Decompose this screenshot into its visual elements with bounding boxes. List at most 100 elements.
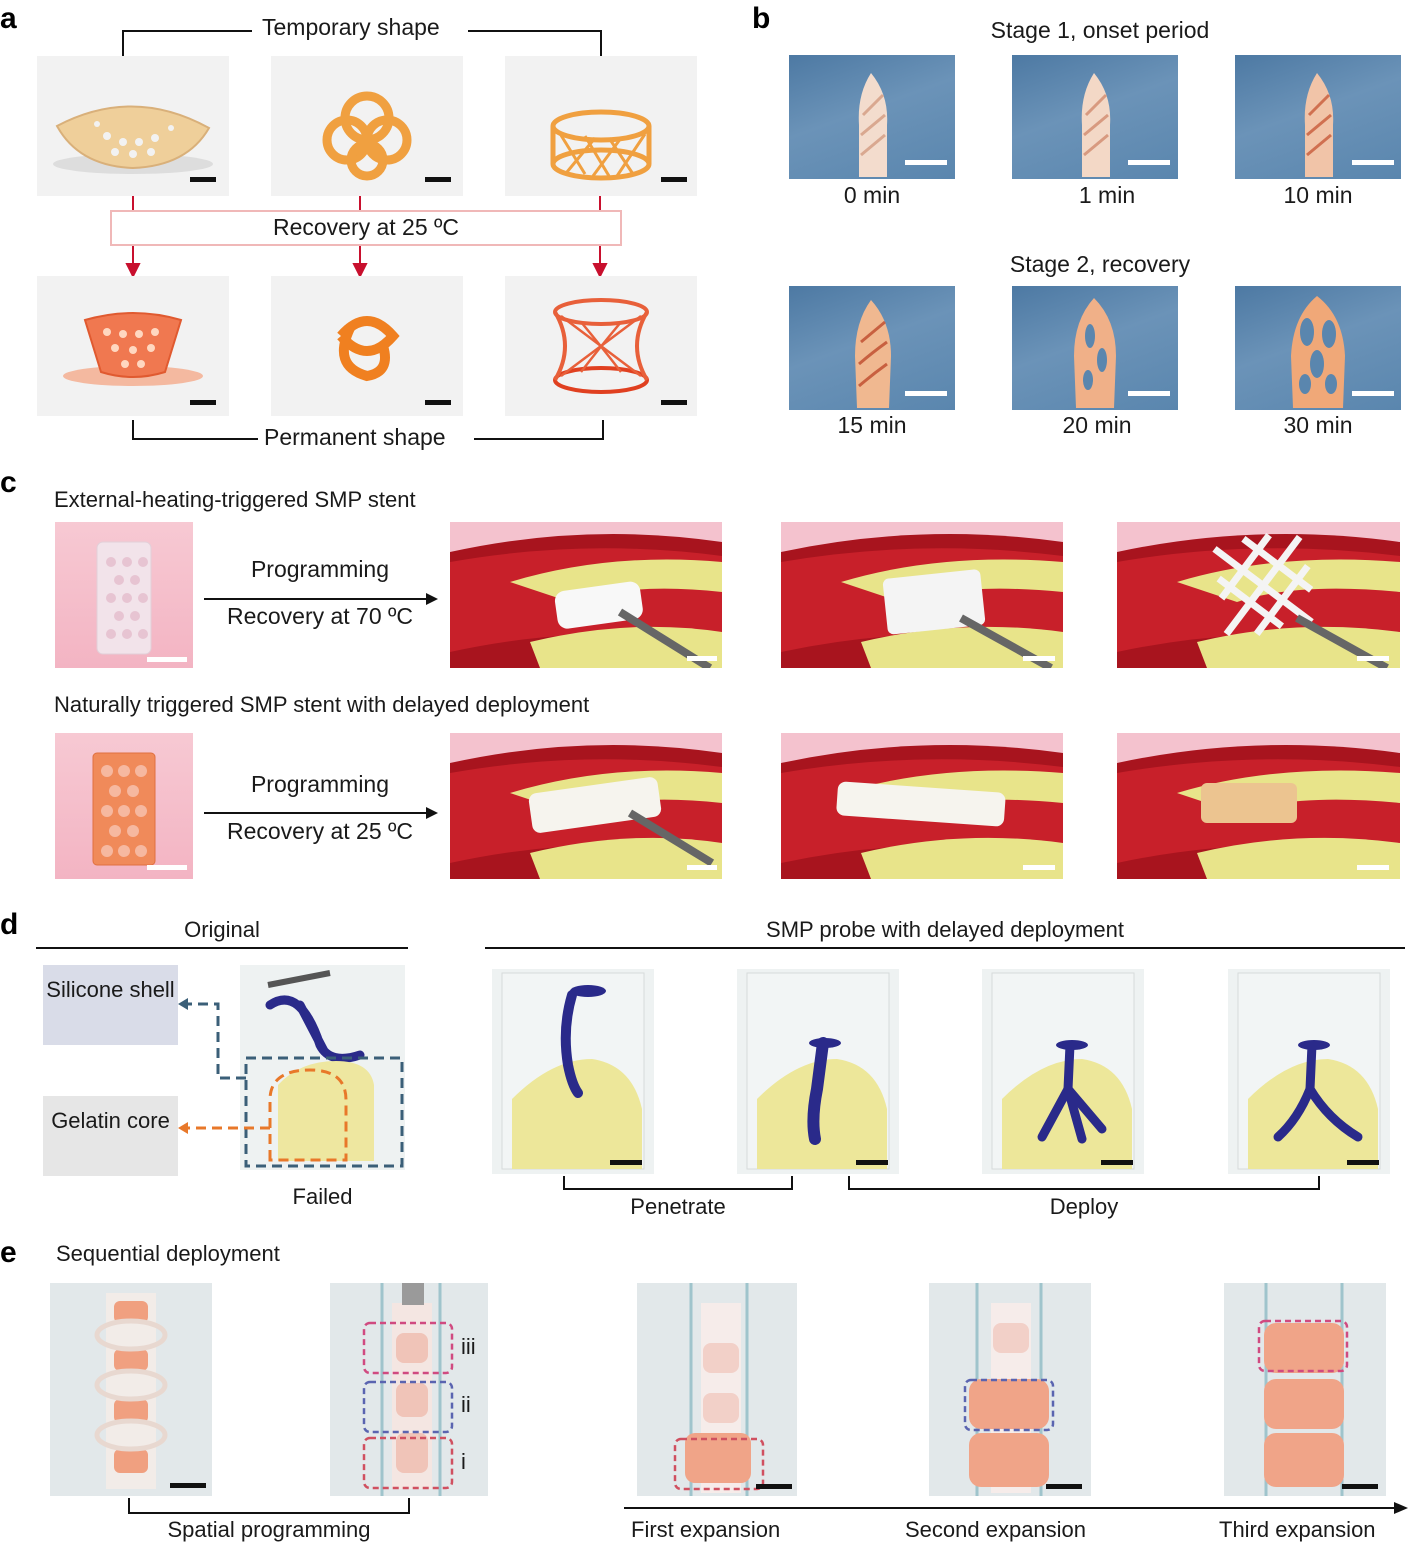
scale-bar (1347, 1160, 1379, 1165)
photo-probe-3 (982, 969, 1144, 1174)
scale-bar (610, 1160, 642, 1165)
scale-bar (1101, 1160, 1133, 1165)
scale-bar (687, 656, 717, 661)
scale-bar (190, 177, 216, 182)
failed-label: Failed (292, 1184, 353, 1209)
bracket-bottom-right (474, 438, 604, 440)
photo-stage2-15min (789, 286, 955, 410)
recovery-label-a: Recovery at 25 ºC (272, 214, 460, 240)
scale-bar (1128, 391, 1170, 396)
recovery-label-25: Recovery at 25 ºC (226, 818, 414, 844)
third-expansion-label: Third expansion (1219, 1517, 1376, 1542)
photo-vessel-natural-2 (781, 733, 1063, 879)
photo-stage1-1min (1012, 55, 1178, 179)
stage2-label: Stage 2, recovery (1009, 251, 1191, 277)
scale-bar (147, 865, 187, 870)
scale-bar (1357, 865, 1389, 870)
first-expansion-label: First expansion (631, 1517, 781, 1542)
scale-bar (170, 1483, 206, 1488)
second-expansion-label: Second expansion (905, 1517, 1087, 1542)
photo-knot-temporary (271, 56, 463, 196)
photo-vessel-natural-3 (1117, 733, 1400, 879)
time-label: 10 min (1283, 182, 1353, 208)
gelatin-label: Gelatin core (51, 1108, 170, 1133)
scale-bar (1352, 391, 1394, 396)
programming-label-1: Programming (250, 556, 390, 582)
photo-stent-external (55, 522, 193, 668)
silicone-box: Silicone shell (43, 965, 178, 1045)
photo-seq-third (1224, 1283, 1386, 1496)
red-arrows (125, 196, 608, 279)
silicone-label: Silicone shell (46, 977, 175, 1002)
penetrate-bracket (563, 1188, 793, 1190)
deploy-label: Deploy (1049, 1194, 1119, 1219)
original-rule (36, 947, 408, 949)
row1-title: External-heating-triggered SMP stent (54, 487, 416, 512)
scale-bar (1046, 1484, 1082, 1489)
scale-bar (1023, 656, 1055, 661)
scale-bar (756, 1484, 792, 1489)
photo-ring-temporary (505, 56, 697, 196)
photo-knot-permanent (271, 276, 463, 416)
scale-bar (905, 391, 947, 396)
dashed-callouts (178, 998, 404, 1168)
photo-seq-programmed (330, 1283, 488, 1496)
scale-bar (905, 160, 947, 165)
roman-ii: ii (461, 1392, 471, 1417)
row2-title: Naturally triggered SMP stent with delay… (54, 692, 590, 717)
photo-stage1-10min (1235, 55, 1401, 179)
bracket-tick (600, 30, 602, 56)
bracket-top-right (468, 30, 602, 32)
photo-vessel-external-3 (1117, 522, 1400, 668)
time-label: 1 min (1078, 182, 1136, 208)
scale-bar (1128, 160, 1170, 165)
scale-bar (661, 400, 687, 405)
deploy-bracket (848, 1188, 1320, 1190)
probe-title: SMP probe with delayed deployment (766, 917, 1124, 942)
bracket-tick (122, 30, 124, 56)
roman-i: i (461, 1449, 466, 1474)
spatial-label: Spatial programming (167, 1517, 371, 1542)
programming-label-2: Programming (250, 771, 390, 797)
bracket-tick (563, 1176, 565, 1190)
photo-probe-2 (737, 969, 899, 1174)
photo-seq-first (637, 1283, 797, 1496)
photo-seq-second (929, 1283, 1091, 1496)
panel-b-label: b (752, 2, 771, 35)
bracket-bottom-left (132, 438, 258, 440)
scale-bar (1352, 160, 1394, 165)
photo-stent-natural (55, 733, 193, 879)
bracket-tick (1318, 1176, 1320, 1190)
photo-stage2-30min (1235, 286, 1401, 410)
photo-probe-1 (492, 969, 654, 1174)
photo-bowl-temporary (37, 56, 229, 196)
scale-bar (190, 400, 216, 405)
bracket-tick (602, 420, 604, 440)
roman-iii: iii (461, 1334, 476, 1359)
photo-vessel-natural-1 (450, 733, 722, 879)
dashed-region-second (963, 1378, 1055, 1432)
scale-bar (1357, 656, 1389, 661)
photo-original-failed (240, 965, 405, 1170)
dashed-regions (362, 1321, 454, 1490)
photo-stage2-20min (1012, 286, 1178, 410)
arrow-right (204, 593, 438, 605)
dashed-region-first (673, 1437, 765, 1491)
photo-probe-4 (1228, 969, 1390, 1174)
photo-ring-permanent (505, 276, 697, 416)
scale-bar (147, 657, 187, 662)
bracket-tick (408, 1498, 410, 1514)
timeline-arrow (624, 1502, 1408, 1514)
photo-vessel-external-2 (781, 522, 1063, 668)
scale-bar (687, 865, 717, 870)
original-label: Original (184, 917, 260, 942)
panel-a-label: a (0, 2, 17, 35)
sequential-title: Sequential deployment (56, 1241, 280, 1266)
bracket-top-left (122, 30, 252, 32)
bracket-tick (132, 420, 134, 440)
photo-vessel-external-1 (450, 522, 722, 668)
scale-bar (425, 400, 451, 405)
time-label: 30 min (1283, 412, 1353, 438)
penetrate-label: Penetrate (630, 1194, 726, 1219)
stage1-label: Stage 1, onset period (990, 17, 1210, 43)
